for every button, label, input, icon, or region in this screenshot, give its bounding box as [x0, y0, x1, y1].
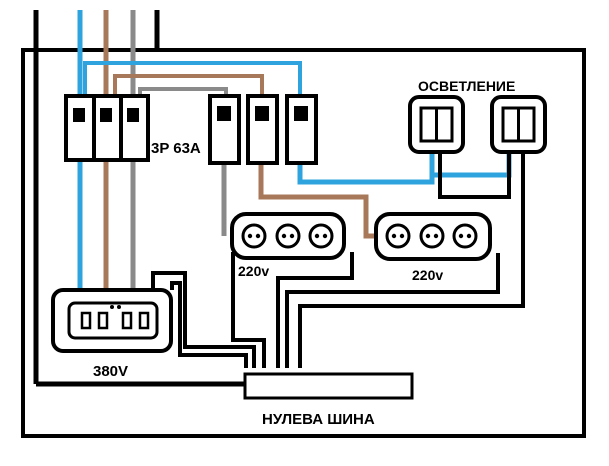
blue-busbar [83, 61, 302, 96]
right-socket-neutral-1 [285, 253, 500, 368]
left-socket-voltage: 220v [238, 263, 269, 279]
gray-busbar [138, 87, 228, 96]
left-socket-neutral [231, 252, 266, 368]
breaker-right [285, 94, 318, 165]
brown-busbar [113, 74, 264, 96]
right-socket-voltage: 220v [412, 267, 443, 283]
three-phase-socket [51, 288, 173, 353]
blue-wire-to-lighting [297, 152, 435, 185]
triple-socket-left [230, 212, 346, 260]
light-switch-left [408, 95, 465, 154]
breaker-left [208, 94, 241, 165]
neutral-bus-label: НУЛЕВА ШИНА [262, 411, 375, 428]
enclosure-box [21, 48, 586, 438]
light-switch-right [490, 95, 547, 154]
three-phase-neutral-1 [151, 271, 256, 368]
brown-wire-to-right-sockets [258, 163, 376, 239]
breaker-middle [246, 94, 279, 165]
blue-wire-switch-link [432, 152, 512, 178]
lighting-neutral-wire-1 [438, 152, 511, 199]
main-breaker-3p [64, 94, 150, 162]
right-socket-neutral-2 [276, 252, 354, 368]
main-breaker-label: 3P 63A [151, 140, 201, 157]
triple-socket-right [374, 212, 492, 261]
three-phase-socket-voltage: 380V [93, 363, 128, 380]
lighting-label: ОСВЕТЛЕНИЕ [418, 78, 515, 94]
lighting-neutral-wire-2 [298, 152, 525, 368]
three-phase-neutral-2 [170, 281, 248, 368]
neutral-bus-bar [243, 372, 414, 400]
